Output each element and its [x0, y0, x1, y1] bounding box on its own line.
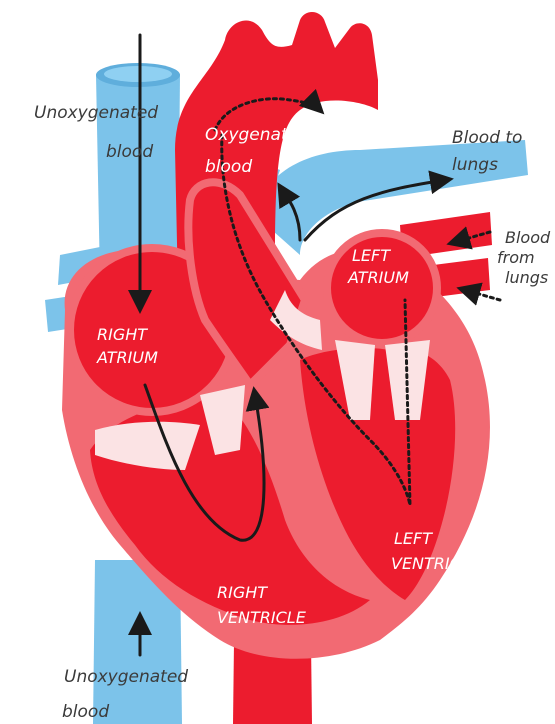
label-unoxygenated-top-1: Unoxygenated — [34, 103, 158, 123]
label-right-atrium-1: RIGHT — [97, 325, 147, 345]
label-unoxygenated-bottom-1: Unoxygenated — [64, 667, 188, 687]
label-oxygenated-2: blood — [205, 157, 252, 177]
label-blood-to-lungs-1: Blood to — [452, 128, 522, 148]
label-left-atrium-2: ATRIUM — [348, 268, 409, 288]
label-blood-from-lungs-3: lungs — [505, 268, 548, 288]
label-left-ventricle-1: LEFT — [394, 529, 432, 549]
label-left-ventricle-2: VENTRICLE — [391, 554, 480, 574]
label-blood-from-lungs-1: Blood — [505, 228, 550, 248]
label-right-atrium-2: ATRIUM — [97, 348, 158, 368]
label-unoxygenated-bottom-2: blood — [62, 702, 109, 722]
label-right-ventricle-1: RIGHT — [217, 583, 267, 603]
label-blood-from-lungs-2: from — [497, 248, 535, 268]
label-left-atrium-1: LEFT — [352, 246, 390, 266]
label-right-ventricle-2: VENTRICLE — [217, 608, 306, 628]
label-blood-to-lungs-2: lungs — [452, 155, 498, 175]
label-oxygenated-1: Oxygenated — [205, 125, 309, 145]
label-unoxygenated-top-2: blood — [106, 142, 153, 162]
